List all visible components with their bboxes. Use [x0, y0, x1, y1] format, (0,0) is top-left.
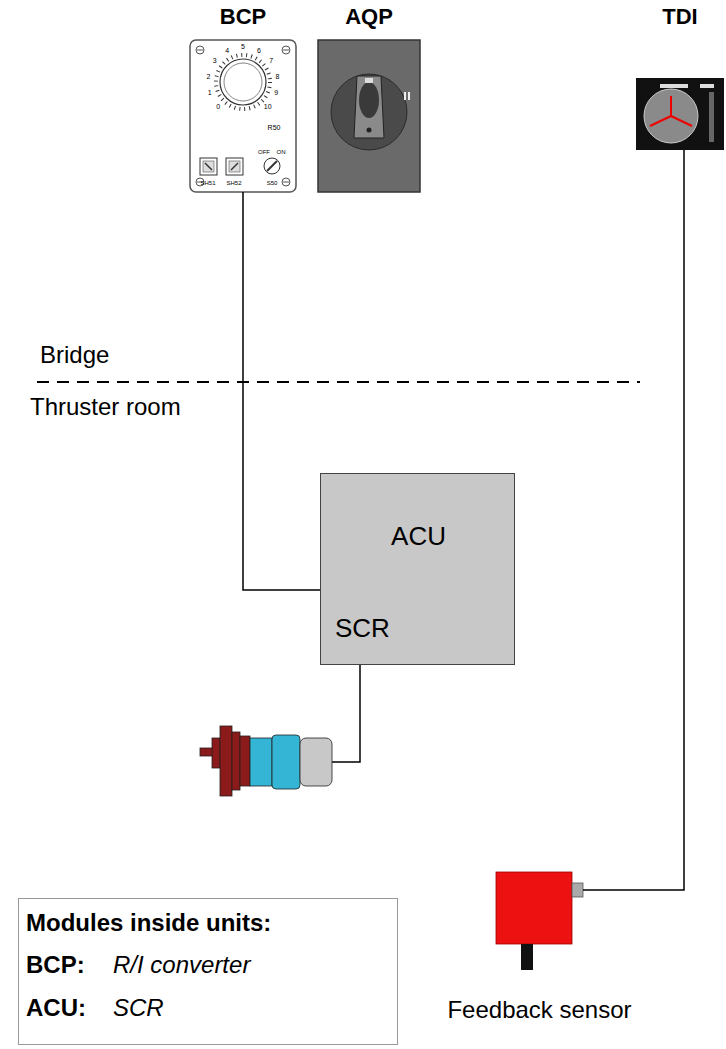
- drawing-part: [224, 63, 262, 101]
- drawing-part: [404, 92, 406, 100]
- drawing-part: [359, 82, 379, 118]
- drawing-part: [240, 736, 250, 786]
- panel-marking: 10: [264, 103, 272, 111]
- panel-marking: 0: [216, 103, 220, 111]
- panel-marking: SH52: [226, 180, 241, 187]
- sensor-unit: Feedback sensor: [496, 872, 583, 970]
- bcp-panel: [190, 40, 296, 192]
- drawing-part: [670, 96, 672, 116]
- panel-marking: 2: [206, 73, 210, 81]
- indicator-unit: TDI: [636, 0, 724, 150]
- drawing-part: [282, 46, 290, 54]
- aqp-switch: [318, 40, 420, 192]
- drawing-part: [220, 59, 266, 105]
- drawing-part: [354, 76, 384, 138]
- drawing-part: [231, 163, 238, 170]
- drawing-part: [572, 883, 583, 897]
- module-label: R/I converter: [113, 951, 250, 979]
- panel-marking: 5: [241, 43, 245, 51]
- drawing-part: [300, 738, 332, 786]
- drawing-part: [200, 158, 217, 175]
- drawing-part: [408, 92, 410, 100]
- drawing-part: [272, 735, 300, 789]
- drawing-part: [282, 178, 290, 186]
- unit-label: Feedback sensor: [406, 996, 673, 1024]
- panel-marking: OFF: [258, 149, 270, 156]
- drawing-part: [521, 944, 533, 970]
- drawing-part: [283, 50, 289, 51]
- drawing-part: [190, 40, 296, 192]
- tdi-indicator: [636, 78, 724, 150]
- area-label: Bridge: [40, 342, 109, 368]
- drawing-part: [318, 40, 420, 192]
- panel-marking: S50: [267, 180, 278, 187]
- panel-marking: 9: [274, 89, 278, 97]
- unit-label: Modules inside units:: [26, 909, 271, 937]
- drawing-part: [232, 732, 240, 790]
- area-label: Thruster room: [30, 394, 181, 420]
- unit-label: AQP: [316, 4, 422, 29]
- panel-marking: SH51: [200, 180, 215, 187]
- drawing-part: [671, 116, 692, 126]
- module-list-box: Modules inside units: BCP: R/I converterAC…: [18, 898, 398, 1045]
- drawing-part: [226, 158, 243, 175]
- panel-marking: R50: [268, 124, 281, 132]
- module-label: SCR: [113, 994, 164, 1022]
- drawing-part: [331, 74, 407, 150]
- module-label: BCP:: [26, 951, 85, 979]
- drawing-part: [205, 163, 212, 170]
- drawing-part: [644, 89, 698, 143]
- feedback-sensor: [496, 872, 583, 970]
- drawing-part: [250, 738, 272, 786]
- panel-marking: 3: [213, 58, 217, 66]
- drawing-part: [660, 84, 688, 88]
- panel-unit: BCP: [188, 0, 298, 192]
- drawing-part: [367, 128, 372, 133]
- signal-wire: [243, 192, 320, 590]
- drawing-part: [700, 84, 714, 88]
- panel-unit: AQP: [316, 0, 422, 192]
- drawing-part: [496, 872, 572, 944]
- drawing-part: [636, 78, 724, 150]
- drawing-part: [216, 55, 270, 109]
- panel-marking: 7: [269, 58, 273, 66]
- unit-label: TDI: [636, 4, 724, 29]
- panel-marking: ON: [277, 149, 286, 156]
- unit-label: BCP: [188, 4, 298, 29]
- panel-marking: 4: [225, 47, 229, 55]
- module-label: SCR: [335, 614, 390, 644]
- drawing-part: [212, 738, 220, 768]
- drawing-part: [196, 46, 204, 54]
- drawing-part: [650, 116, 671, 126]
- drawing-part: [709, 92, 714, 142]
- motor-wire: [332, 665, 360, 762]
- drawing-part: [264, 158, 280, 174]
- unit-label: ACU: [321, 522, 516, 552]
- module-label: ACU:: [26, 994, 86, 1022]
- drawing-part: [365, 78, 373, 83]
- drawing-part: [267, 161, 277, 171]
- panel-marking: 8: [276, 73, 280, 81]
- panel-marking: 1: [208, 89, 212, 97]
- drawing-part: [229, 161, 240, 172]
- signal-wire: [583, 150, 684, 890]
- drawing-part: [283, 182, 289, 183]
- panel-marking: 6: [257, 47, 261, 55]
- drawing-part: [220, 726, 232, 796]
- boundary-line: [37, 381, 640, 383]
- control-unit-box: ACU SCR: [320, 473, 515, 665]
- drawing-part: [203, 161, 214, 172]
- drawing-part: [197, 50, 203, 51]
- thruster-motor: [200, 726, 332, 796]
